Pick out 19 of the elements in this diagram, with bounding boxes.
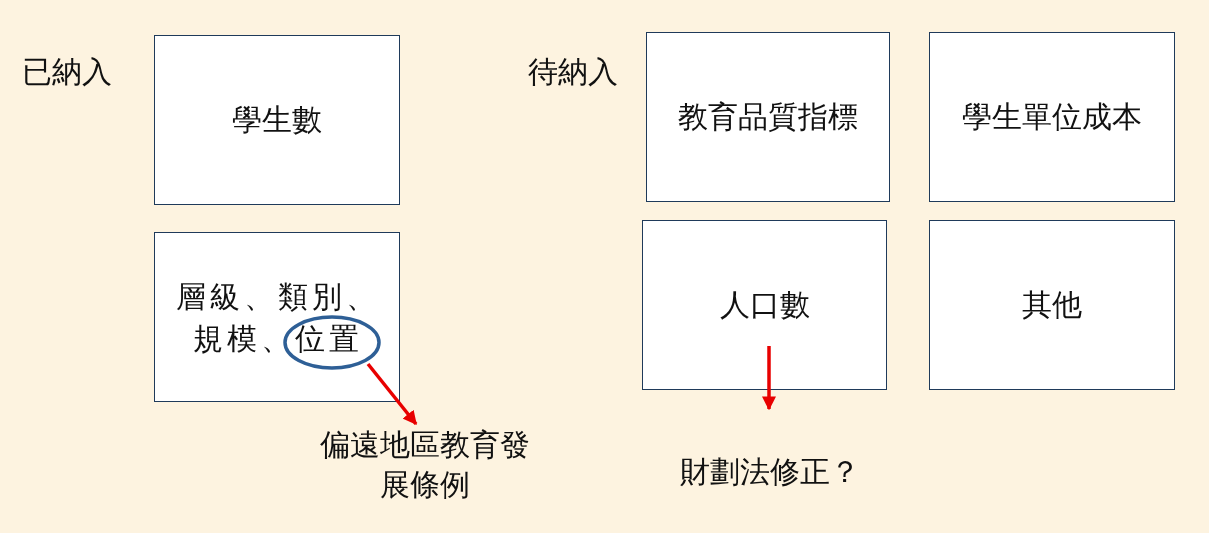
term-box [154, 232, 400, 402]
term-box [929, 32, 1175, 202]
note-text: 偏遠地區教育發展條例 [318, 425, 532, 509]
note-text: 財劃法修正？ [655, 452, 885, 496]
term-box [642, 220, 887, 390]
category-label: 待納入 [528, 53, 618, 91]
arrow [366, 362, 418, 426]
category-label: 已納入 [22, 53, 112, 91]
highlight-ellipse [283, 315, 381, 370]
box-text: 人口數 [719, 286, 810, 324]
box-text: 教育品質指標 [678, 98, 858, 136]
term-box [154, 35, 400, 205]
arrow [762, 346, 776, 411]
box-text: 層級、類別、規模、位置 [175, 278, 381, 358]
term-box [929, 220, 1175, 390]
box-text: 學生單位成本 [962, 98, 1142, 136]
box-text: 學生數 [232, 101, 322, 139]
box-text: 其他 [1022, 286, 1082, 324]
term-box [646, 32, 890, 202]
